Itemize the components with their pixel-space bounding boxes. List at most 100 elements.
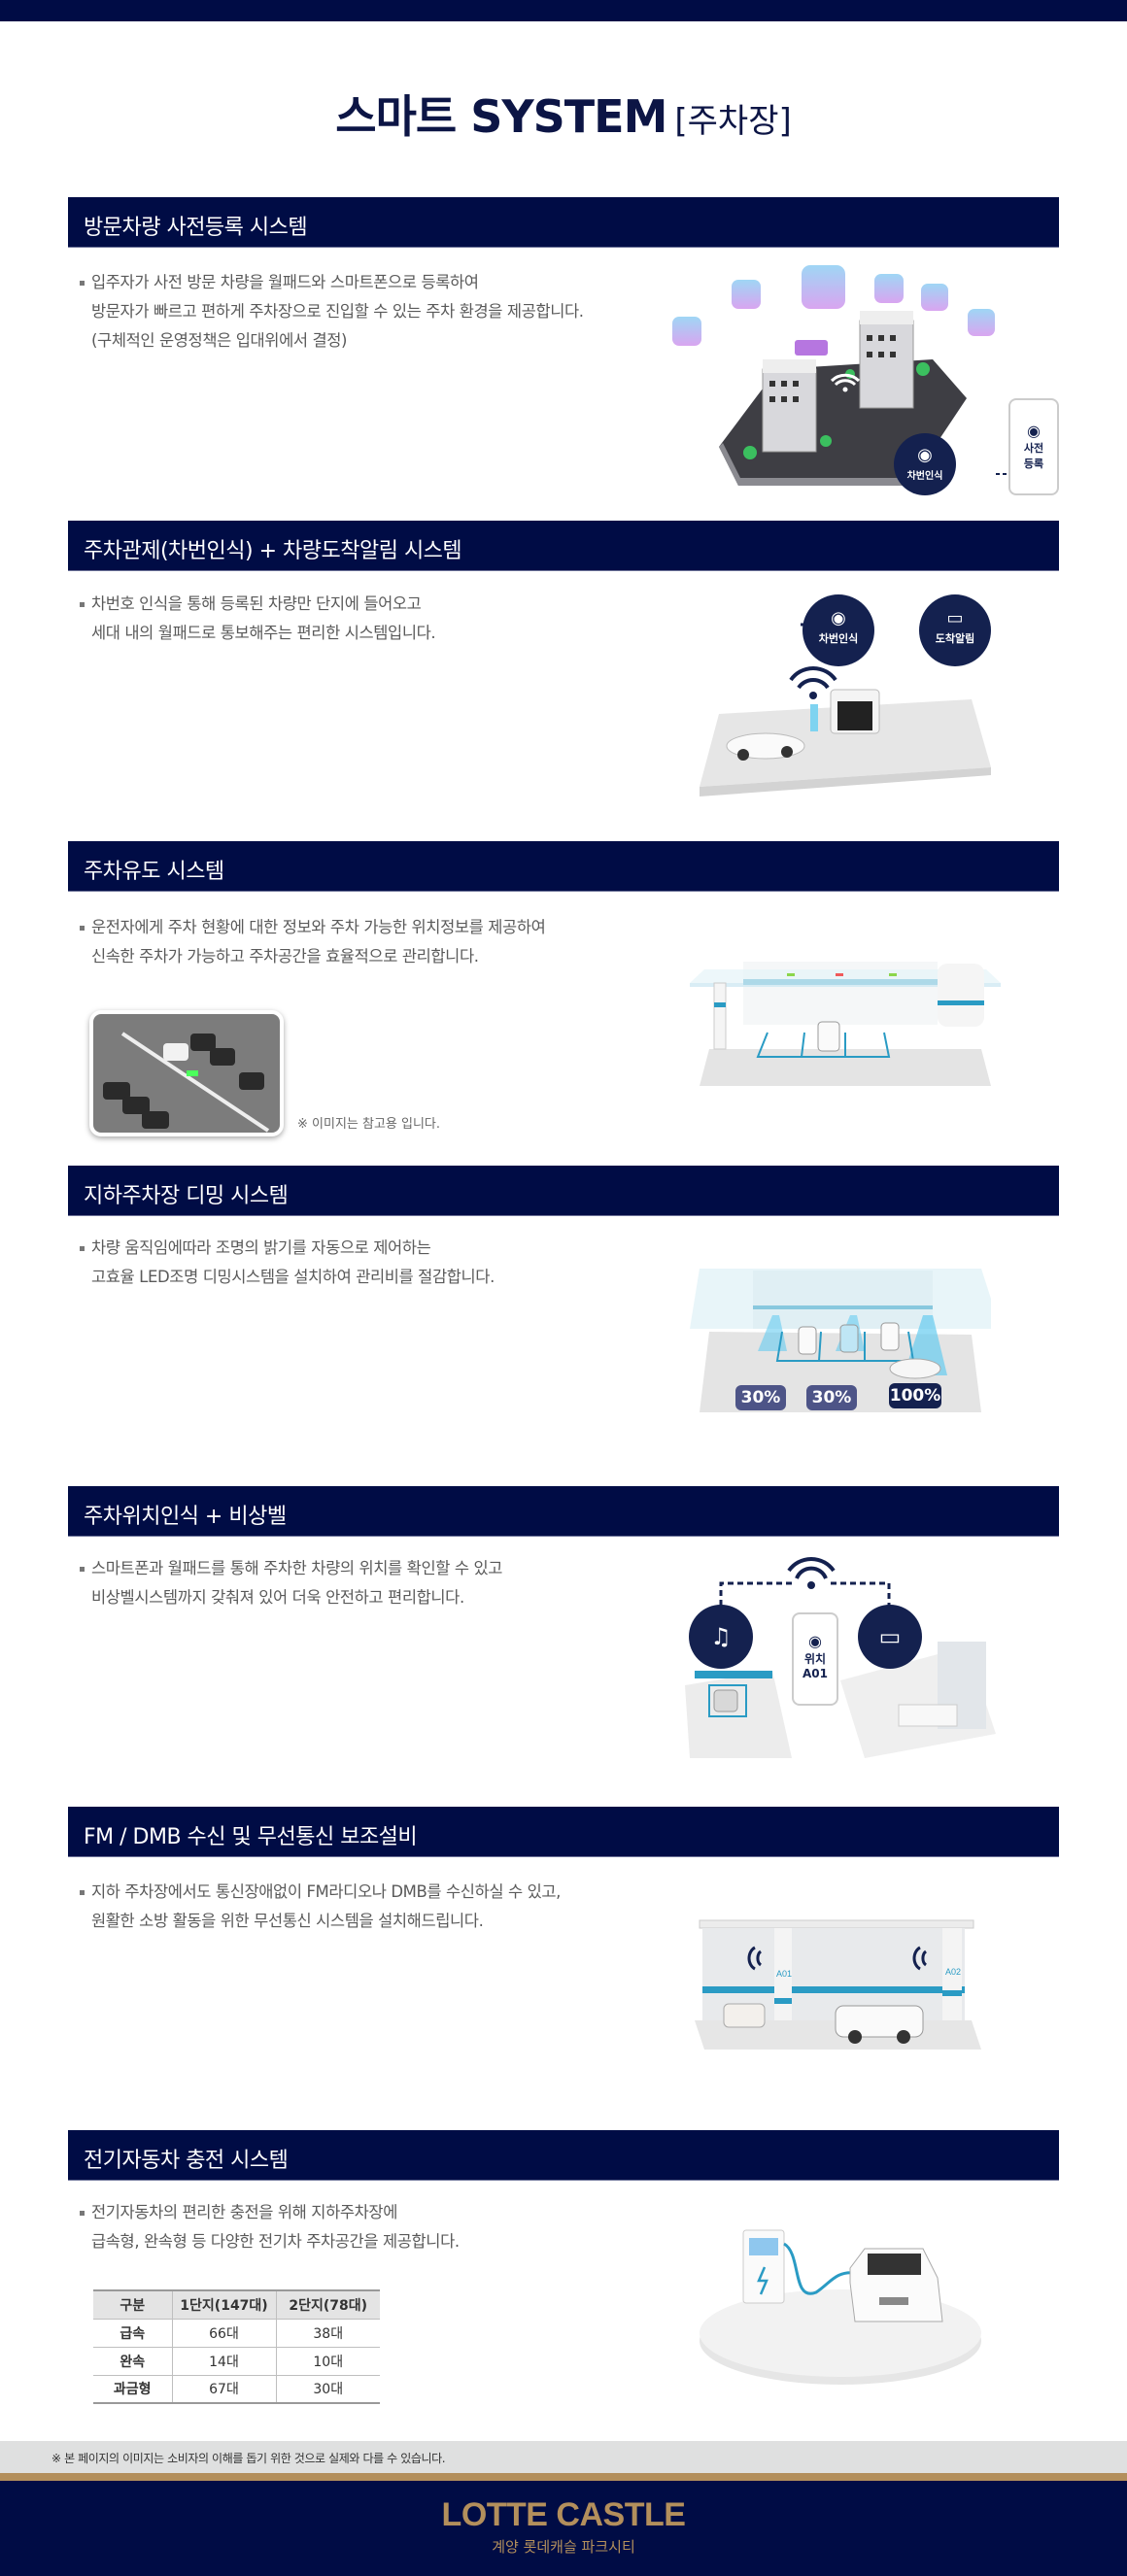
section-title: 주차관제(차번인식) + 차량도착알림 시스템 (84, 539, 462, 563)
parking-garage-icon (690, 962, 1001, 1086)
wallpad-circle: ▭ (858, 1605, 922, 1669)
table-cell: 급속 (93, 2319, 173, 2348)
circle-label: 차번인식 (818, 632, 859, 645)
desc-line: 차량 움직임에따라 조명의 밝기를 자동으로 제어하는 (80, 1234, 495, 1263)
dimming-badge: 30% (735, 1385, 786, 1410)
footer: LOTTE CASTLE 계양 롯데캐슬 파크시티 (0, 2481, 1127, 2576)
wallpad-icon: ▭ (946, 608, 964, 628)
section-title: 주차유도 시스템 (84, 860, 224, 884)
location-room-icon (685, 1557, 996, 1758)
disclaimer-text: ※ 본 페이지의 이미지는 소비자의 이해를 돕기 위한 것으로 실제와 다를 … (51, 2452, 446, 2465)
emergency-bell-circle: ♫ (689, 1605, 753, 1669)
plate-recognition-circle: ◉ 차번인식 (894, 433, 956, 495)
desc-line: 신속한 주차가 가능하고 주차공간을 효율적으로 관리합니다. (91, 947, 479, 966)
section-description: 지하 주차장에서도 통신장애없이 FM라디오나 DMB를 수신하실 수 있고, … (80, 1878, 561, 1936)
car-icon: ◉ (808, 1632, 822, 1650)
section-title: 전기자동차 충전 시스템 (84, 2149, 289, 2173)
plate-recognition-circle: ◉ 차번인식 (803, 594, 874, 666)
table-cell: 66대 (172, 2319, 277, 2348)
desc-line: 급속형, 완속형 등 다양한 전기차 주차공간을 제공합니다. (91, 2232, 460, 2251)
table-cell: 10대 (276, 2347, 380, 2376)
location-emergency-illustration: ♫ ▭ ◉ 위치 A01 (685, 1544, 1006, 1763)
phone-label: 사전 (1023, 442, 1044, 455)
gate-booth-icon (700, 623, 991, 797)
svg-text:A01: A01 (776, 1969, 792, 1979)
section-header: 전기자동차 충전 시스템 (68, 2130, 1059, 2181)
ev-charger-icon (700, 2229, 981, 2385)
wallpad-icon: ▭ (878, 1623, 902, 1650)
dimming-badge: 100% (889, 1383, 941, 1408)
parking-guidance-illustration (690, 942, 1001, 1088)
top-bar (0, 0, 1127, 21)
desc-line: (구체적인 운영정책은 입대위에서 결정) (91, 331, 348, 350)
desc-line: 전기자동차의 편리한 충전을 위해 지하주차장에 (80, 2198, 460, 2227)
page-title-main: 스마트 SYSTEM (335, 90, 667, 143)
dimming-badge: 30% (806, 1385, 857, 1410)
section-title: 방문차량 사전등록 시스템 (84, 216, 308, 240)
table-header: 1단지(147대) (172, 2289, 277, 2320)
circle-label: 차번인식 (906, 471, 943, 482)
circle-label: 도착알림 (935, 632, 975, 645)
site-name: 계양 롯데캐슬 파크시티 (492, 2538, 635, 2556)
table-row: 과금형 67대 30대 (93, 2375, 380, 2404)
table-cell: 완속 (93, 2347, 173, 2376)
section-description: 운전자에게 주차 현황에 대한 정보와 주차 가능한 위치정보를 제공하여 신속… (80, 913, 546, 971)
table-cell: 38대 (276, 2319, 380, 2348)
car-icon: ◉ (1027, 422, 1041, 440)
ev-charger-table: 구분 1단지(147대) 2단지(78대) 급속 66대 38대 완속 14대 … (93, 2289, 380, 2404)
desc-line: 차번호 인식을 통해 등록된 차량만 단지에 들어오고 (80, 590, 435, 619)
table-header-row: 구분 1단지(147대) 2단지(78대) (93, 2289, 380, 2320)
disclaimer-bar: ※ 본 페이지의 이미지는 소비자의 이해를 돕기 위한 것으로 실제와 다를 … (0, 2441, 1127, 2473)
section-header: 주차관제(차번인식) + 차량도착알림 시스템 (68, 521, 1059, 571)
phone-mockup: ◉ 위치 A01 (792, 1612, 838, 1706)
desc-line: 스마트폰과 월패드를 통해 주차한 차량의 위치를 확인할 수 있고 (80, 1554, 502, 1583)
gold-divider (0, 2473, 1127, 2481)
brand-logo: LOTTE CASTLE (441, 2496, 686, 2533)
desc-line: 원활한 소방 활동을 위한 무선통신 시스템을 설치해드립니다. (91, 1912, 484, 1930)
visitor-registration-illustration: ◉ 차번인식 ◉ 사전 등록 (661, 262, 1069, 505)
section-header: 방문차량 사전등록 시스템 (68, 197, 1059, 248)
desc-line: 지하 주차장에서도 통신장애없이 FM라디오나 DMB를 수신하실 수 있고, (80, 1878, 561, 1907)
section-header: 주차위치인식 + 비상벨 (68, 1486, 1059, 1537)
car-icon: ◉ (831, 608, 846, 628)
desc-line: 입주자가 사전 방문 차량을 월패드와 스마트폰으로 등록하여 (80, 268, 584, 297)
parking-lot-photo (89, 1010, 284, 1136)
table-header: 구분 (93, 2289, 173, 2320)
section-description: 차번호 인식을 통해 등록된 차량만 단지에 들어오고 세대 내의 월패드로 통… (80, 590, 436, 648)
table-header: 2단지(78대) (276, 2289, 380, 2320)
desc-line: 세대 내의 월패드로 통보해주는 편리한 시스템입니다. (91, 624, 436, 642)
phone-label: A01 (803, 1667, 828, 1680)
ev-charging-illustration (695, 2224, 986, 2390)
page-title: 스마트 SYSTEM[주차장] (0, 82, 1127, 146)
table-row: 완속 14대 10대 (93, 2347, 380, 2376)
parking-guidance-photo (103, 1032, 270, 1133)
phone-label: 위치 (803, 1652, 827, 1666)
section-title: 주차위치인식 + 비상벨 (84, 1505, 287, 1529)
section-description: 차량 움직임에따라 조명의 밝기를 자동으로 제어하는 고효율 LED조명 디밍… (80, 1234, 495, 1292)
fm-dmb-illustration: A01 A02 (695, 1918, 986, 2054)
smartphone-city-icon (672, 265, 1015, 486)
garage-antenna-icon: A01 A02 (695, 1919, 981, 2050)
section-description: 전기자동차의 편리한 충전을 위해 지하주차장에 급속형, 완속형 등 다양한 … (80, 2198, 460, 2256)
section-description: 스마트폰과 월패드를 통해 주차한 차량의 위치를 확인할 수 있고 비상벨시스… (80, 1554, 502, 1612)
table-row: 급속 66대 38대 (93, 2319, 380, 2348)
section-title: 지하주차장 디밍 시스템 (84, 1184, 289, 1208)
section-title: FM / DMB 수신 및 무선통신 보조설비 (84, 1825, 418, 1849)
desc-line: 비상벨시스템까지 갖춰져 있어 더욱 안전하고 편리합니다. (91, 1588, 464, 1607)
parking-control-illustration: ◉ 차번인식 ▭ 도착알림 (690, 583, 1001, 806)
desc-line: 고효율 LED조명 디밍시스템을 설치하여 관리비를 절감합니다. (91, 1268, 495, 1286)
reference-note: ※ 이미지는 참고용 입니다. (297, 1117, 441, 1132)
car-icon: ◉ (917, 445, 933, 465)
page-title-sub: [주차장] (674, 102, 792, 141)
svg-text:A02: A02 (945, 1967, 961, 1977)
table-cell: 67대 (172, 2375, 277, 2404)
table-cell: 14대 (172, 2347, 277, 2376)
dimming-illustration: 30% 30% 100% (690, 1259, 1001, 1414)
table-cell: 30대 (276, 2375, 380, 2404)
section-header: 주차유도 시스템 (68, 841, 1059, 892)
table-cell: 과금형 (93, 2375, 173, 2404)
phone-label: 등록 (1023, 458, 1044, 470)
section-description: 입주자가 사전 방문 차량을 월패드와 스마트폰으로 등록하여 방문자가 빠르고… (80, 268, 584, 356)
desc-line: 운전자에게 주차 현황에 대한 정보와 주차 가능한 위치정보를 제공하여 (80, 913, 546, 942)
section-header: FM / DMB 수신 및 무선통신 보조설비 (68, 1807, 1059, 1857)
